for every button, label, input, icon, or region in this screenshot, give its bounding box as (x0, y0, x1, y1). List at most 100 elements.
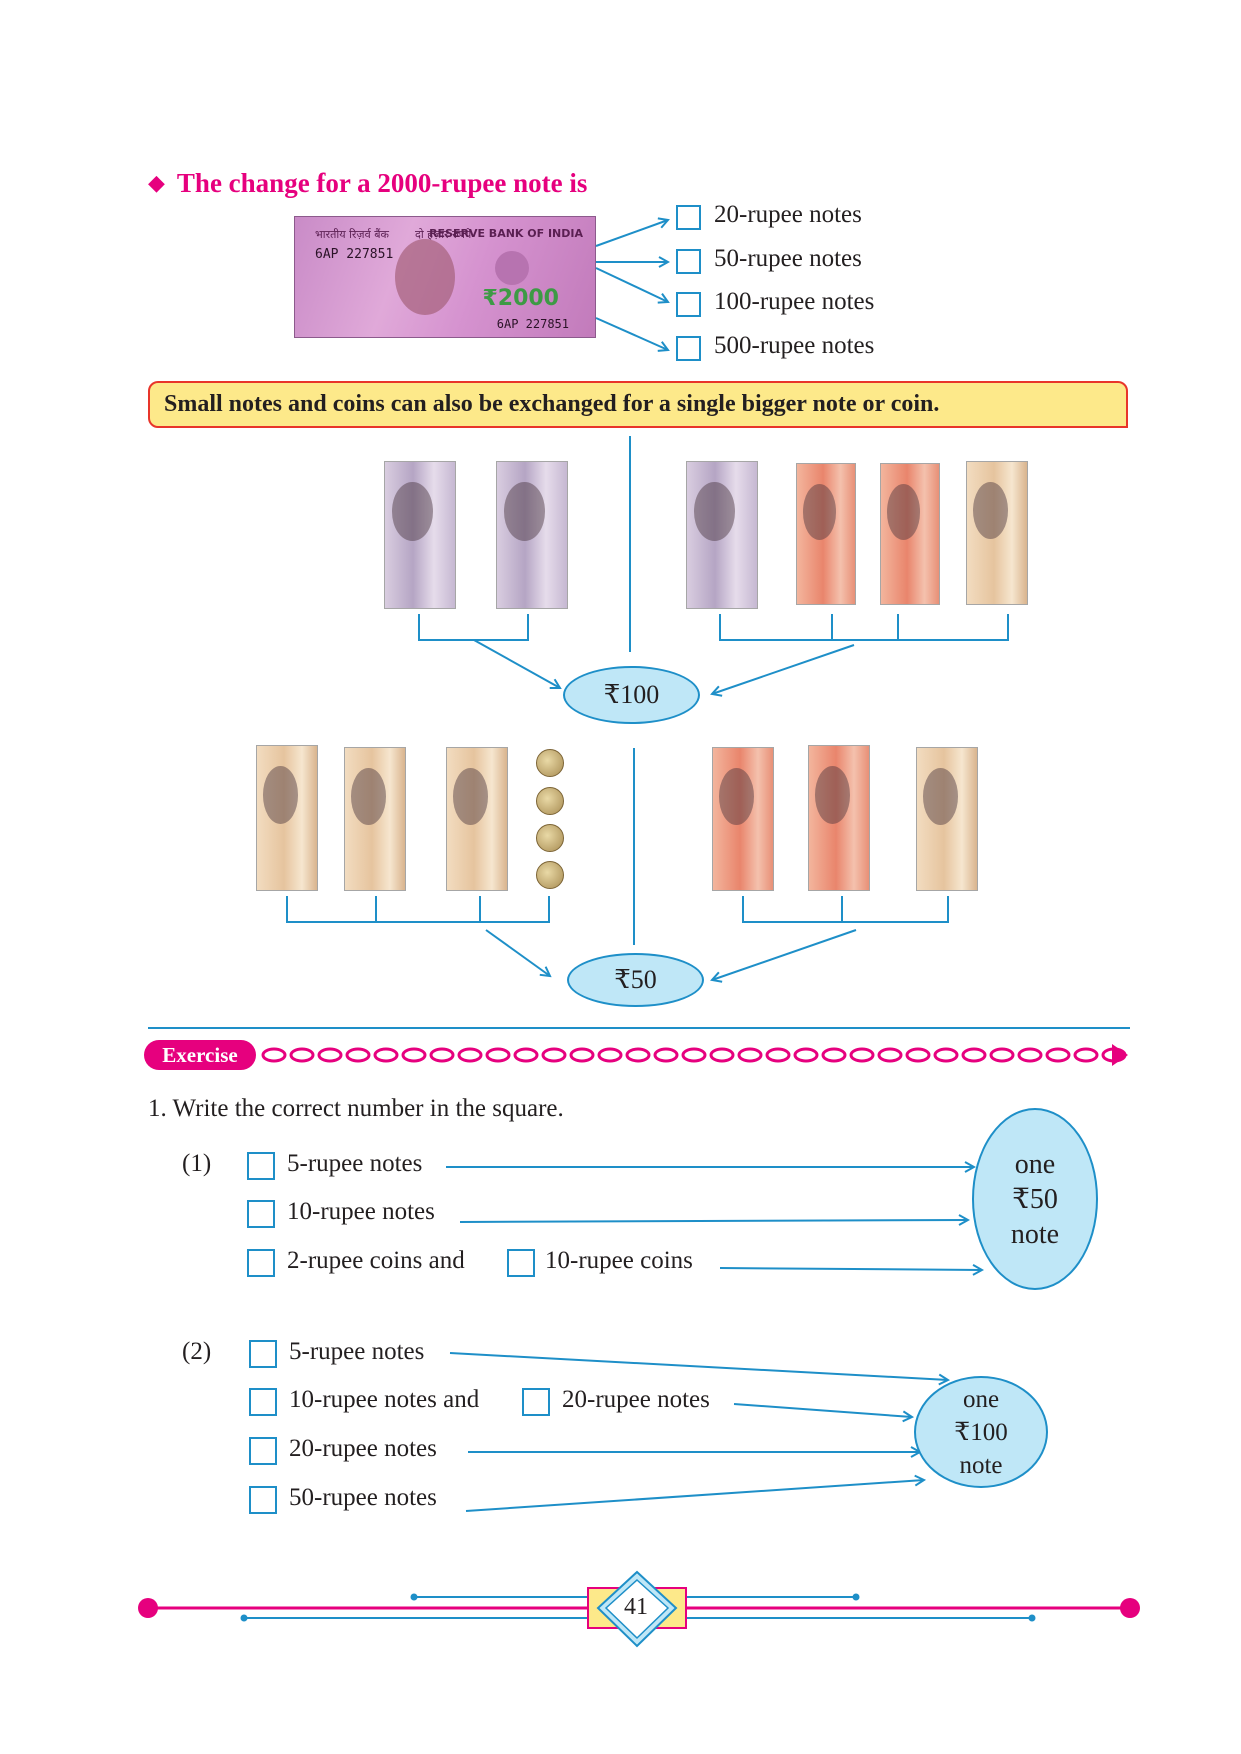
option-label: 20-rupee notes (714, 201, 862, 228)
option-label: 500-rupee notes (714, 332, 875, 359)
note-denomination: ₹2000 (482, 286, 559, 311)
twenty-rupee-note-image (712, 747, 774, 891)
ten-rupee-note-image (344, 747, 406, 891)
row-label: 5-rupee notes (287, 1150, 423, 1177)
target-bubble-one-100-note: one ₹100 note (914, 1376, 1048, 1488)
note-header-mid: दो हज़ार रुपये (415, 228, 472, 241)
info-banner: Small notes and coins can also be exchan… (148, 381, 1128, 428)
chain-link (261, 1047, 287, 1063)
fifty-rupee-note-image (496, 461, 568, 609)
chain-link (765, 1047, 791, 1063)
chain-link (485, 1047, 511, 1063)
five-rupee-coin-image (536, 861, 564, 889)
target-bubble-50: ₹50 (567, 953, 704, 1007)
chain-link (373, 1047, 399, 1063)
ten-rupee-note-image (966, 461, 1028, 605)
row-label: 50-rupee notes (289, 1484, 437, 1511)
chain-link (1073, 1047, 1099, 1063)
target-line: ₹100 (954, 1418, 1008, 1446)
chain-link (905, 1047, 931, 1063)
answer-square[interactable] (249, 1340, 277, 1368)
target-line: one (1014, 1148, 1056, 1180)
answer-square[interactable] (676, 249, 701, 274)
target-bubble-100: ₹100 (563, 666, 700, 724)
chain-link (345, 1047, 371, 1063)
chain-link (709, 1047, 735, 1063)
target-label: ₹50 (614, 965, 657, 994)
row-label: 5-rupee notes (289, 1338, 425, 1365)
answer-square[interactable] (507, 1249, 535, 1277)
answer-square[interactable] (522, 1388, 550, 1416)
chain-link (513, 1047, 539, 1063)
diamond-bullet-icon: ◆ (148, 170, 165, 195)
five-rupee-coin-image (536, 749, 564, 777)
question-text: 1. Write the correct number in the squar… (148, 1095, 564, 1122)
target-bubble-one-50-note: one ₹50 note (972, 1108, 1098, 1290)
answer-square[interactable] (676, 292, 701, 317)
chain-link (1045, 1047, 1071, 1063)
row-label: 10-rupee notes and (289, 1386, 480, 1413)
portrait-image (395, 239, 455, 315)
chain-link (429, 1047, 455, 1063)
note-serial-bottom: 6AP 227851 (496, 317, 569, 331)
twenty-rupee-note-image (880, 463, 940, 605)
row-label: 20-rupee notes (562, 1386, 710, 1413)
row-label: 2-rupee coins and (287, 1247, 465, 1274)
answer-square[interactable] (247, 1200, 275, 1228)
five-rupee-coin-image (536, 787, 564, 815)
fifty-rupee-note-image (686, 461, 758, 609)
row-label: 10-rupee notes (287, 1198, 435, 1225)
chain-link (737, 1047, 763, 1063)
exercise-badge: Exercise (144, 1040, 256, 1070)
two-thousand-rupee-note-image: भारतीय रिज़र्व बैंक दो हज़ार रुपये RESER… (294, 216, 596, 338)
chain-link (625, 1047, 651, 1063)
answer-square[interactable] (676, 336, 701, 361)
answer-square[interactable] (249, 1388, 277, 1416)
chain-link (933, 1047, 959, 1063)
part-label: (1) (182, 1150, 212, 1177)
target-line: note (1010, 1218, 1060, 1250)
answer-square[interactable] (247, 1249, 275, 1277)
ten-rupee-note-image (256, 745, 318, 891)
answer-square[interactable] (249, 1486, 277, 1514)
five-rupee-coin-image (536, 824, 564, 852)
answer-square[interactable] (247, 1152, 275, 1180)
chain-link (317, 1047, 343, 1063)
chain-link (877, 1047, 903, 1063)
emblem-icon (495, 251, 529, 285)
option-label: 100-rupee notes (714, 288, 875, 315)
target-label: ₹100 (603, 680, 660, 709)
chain-link (821, 1047, 847, 1063)
answer-square[interactable] (676, 205, 701, 230)
banner-text: Small notes and coins can also be exchan… (164, 391, 940, 417)
fifty-rupee-note-image (384, 461, 456, 609)
part-label: (2) (182, 1338, 212, 1365)
ten-rupee-note-image (916, 747, 978, 891)
twenty-rupee-note-image (808, 745, 870, 891)
chain-link (653, 1047, 679, 1063)
chain-link (289, 1047, 315, 1063)
answer-square[interactable] (249, 1437, 277, 1465)
chain-link (401, 1047, 427, 1063)
heading-text: The change for a 2000-rupee note is (176, 168, 588, 198)
section-heading: ◆ The change for a 2000-rupee note is (148, 168, 587, 199)
chain-link (1017, 1047, 1043, 1063)
chain-link (989, 1047, 1015, 1063)
target-line: one (962, 1385, 1000, 1413)
page-number: 41 (624, 1594, 648, 1620)
chain-link (681, 1047, 707, 1063)
chain-link (541, 1047, 567, 1063)
target-line: ₹50 (1012, 1183, 1058, 1215)
target-line: note (959, 1451, 1003, 1479)
ten-rupee-note-image (446, 747, 508, 891)
chain-link (597, 1047, 623, 1063)
option-label: 50-rupee notes (714, 245, 862, 272)
note-serial: 6AP 227851 (315, 247, 394, 262)
chain-link (569, 1047, 595, 1063)
chain-link (961, 1047, 987, 1063)
row-label: 20-rupee notes (289, 1435, 437, 1462)
chain-link (849, 1047, 875, 1063)
note-header-left: भारतीय रिज़र्व बैंक (315, 228, 389, 241)
row-label: 10-rupee coins (545, 1247, 693, 1274)
